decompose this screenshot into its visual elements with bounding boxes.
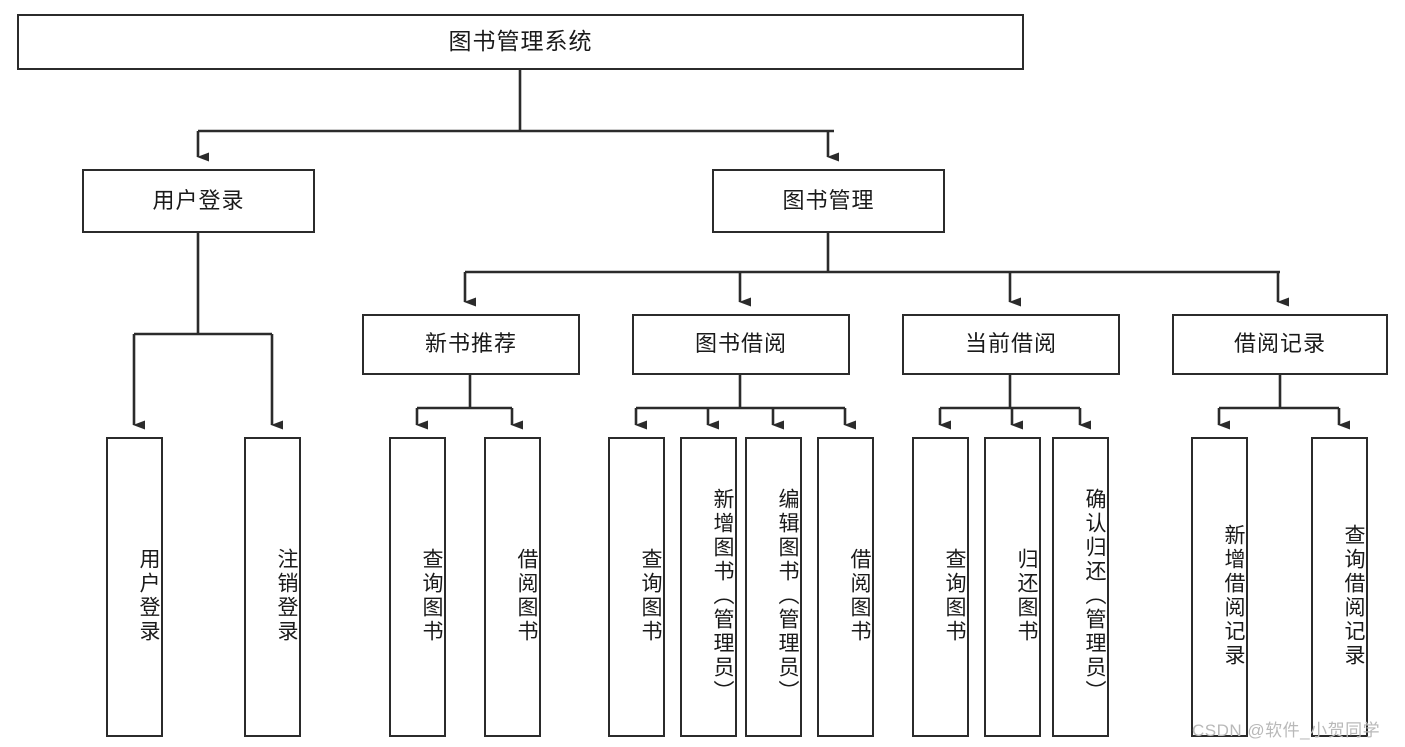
- node-borrowing-record[interactable]: 借阅记录: [1172, 314, 1388, 375]
- node-root-system[interactable]: 图书管理系统: [17, 14, 1024, 70]
- leaf-return-book[interactable]: 归还图书: [984, 437, 1041, 737]
- node-book-borrowing[interactable]: 图书借阅: [632, 314, 850, 375]
- leaf-query-borrowing-record[interactable]: 查询借阅记录: [1311, 437, 1368, 737]
- leaf-user-login[interactable]: 用户登录: [106, 437, 163, 737]
- leaf-add-book-admin[interactable]: 新增图书（管理员）: [680, 437, 737, 737]
- leaf-borrow-book-recommendation[interactable]: 借阅图书: [484, 437, 541, 737]
- node-new-book-recommendation[interactable]: 新书推荐: [362, 314, 580, 375]
- watermark-text: CSDN @软件_小贺同学: [1192, 721, 1381, 740]
- leaf-edit-book-admin[interactable]: 编辑图书（管理员）: [745, 437, 802, 737]
- leaf-logout[interactable]: 注销登录: [244, 437, 301, 737]
- leaf-query-book-current[interactable]: 查询图书: [912, 437, 969, 737]
- leaf-add-borrowing-record[interactable]: 新增借阅记录: [1191, 437, 1248, 737]
- node-book-management[interactable]: 图书管理: [712, 169, 945, 233]
- leaf-confirm-return-admin[interactable]: 确认归还（管理员）: [1052, 437, 1109, 737]
- leaf-query-book-recommendation[interactable]: 查询图书: [389, 437, 446, 737]
- leaf-borrow-book-borrowing[interactable]: 借阅图书: [817, 437, 874, 737]
- node-user-login[interactable]: 用户登录: [82, 169, 315, 233]
- leaf-query-book-borrowing[interactable]: 查询图书: [608, 437, 665, 737]
- node-current-borrowing[interactable]: 当前借阅: [902, 314, 1120, 375]
